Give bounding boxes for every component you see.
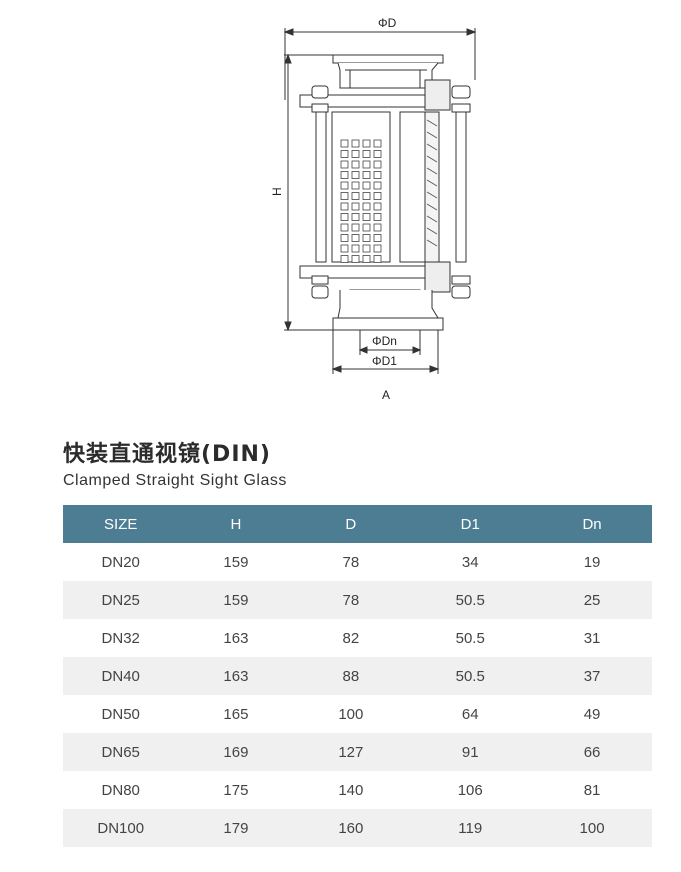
cell-d: 140 (338, 781, 364, 799)
table-header-row: SIZE H D D1 Dn (63, 505, 652, 543)
view-a-label: A (382, 388, 390, 402)
cell-d: 88 (293, 657, 409, 695)
cell-d1: 50.5 (455, 629, 485, 647)
cell-dn: 37 (532, 657, 652, 695)
table-row: DN50 165 100 64 49 (63, 695, 652, 733)
cell-h: 179 (178, 809, 294, 847)
spec-table: SIZE H D D1 Dn DN20 159 78 34 19 DN25 15… (63, 505, 652, 847)
cell-d1: 91 (408, 733, 533, 771)
cell-d: 82 (342, 629, 360, 647)
cell-dn: 100 (532, 809, 652, 847)
table-row: DN80 175 140 106 81 (63, 771, 652, 809)
cell-size: DN65 (63, 733, 179, 771)
cell-size: DN50 (101, 705, 140, 723)
table-row: DN65 169 127 91 66 (63, 733, 652, 771)
cell-size: DN80 (101, 781, 140, 799)
cell-d: 160 (293, 809, 409, 847)
title-chinese: 快装直通视镜(DIN) (63, 442, 271, 467)
header-size: SIZE (63, 505, 179, 543)
header-h: H (178, 505, 294, 543)
table-row: DN100 179 160 119 100 (63, 809, 652, 847)
dim-h-label: H (270, 187, 284, 196)
dim-phi-d-label: ΦD (378, 16, 397, 30)
table-row: DN40 163 88 50.5 37 (63, 657, 652, 695)
cell-h: 175 (223, 781, 249, 799)
dim-phi-dn-label: ΦDn (372, 334, 397, 348)
header-d1: D1 (408, 505, 533, 543)
cell-size: DN20 (101, 553, 140, 571)
cell-d1: 106 (457, 781, 483, 799)
cell-dn: 19 (583, 553, 601, 571)
sight-glass-technical-drawing: ΦD H ΦDn ΦD1 A (270, 16, 477, 402)
cell-d: 78 (342, 553, 360, 571)
cell-d1: 50.5 (408, 581, 533, 619)
cell-h: 165 (223, 705, 249, 723)
cell-d1: 34 (461, 553, 479, 571)
cell-d: 100 (338, 705, 364, 723)
cell-dn: 81 (583, 781, 601, 799)
table-row: DN25 159 78 50.5 25 (63, 581, 652, 619)
table-row: DN20 159 78 34 19 (63, 543, 652, 581)
cell-dn: 31 (583, 629, 601, 647)
cell-d: 127 (293, 733, 409, 771)
cell-d1: 50.5 (408, 657, 533, 695)
cell-h: 163 (223, 629, 249, 647)
cell-size: DN40 (63, 657, 179, 695)
table-row: DN32 163 82 50.5 31 (63, 619, 652, 657)
cell-d: 78 (293, 581, 409, 619)
title-english: Clamped Straight Sight Glass (63, 472, 287, 489)
cell-size: DN32 (101, 629, 140, 647)
header-dn: Dn (532, 505, 652, 543)
cell-dn: 25 (532, 581, 652, 619)
cell-d1: 64 (461, 705, 479, 723)
cell-d1: 119 (408, 809, 533, 847)
cell-size: DN100 (63, 809, 179, 847)
cell-h: 159 (223, 553, 249, 571)
dim-phi-d1-label: ΦD1 (372, 354, 397, 368)
cell-size: DN25 (63, 581, 179, 619)
cell-h: 159 (178, 581, 294, 619)
cell-dn: 66 (532, 733, 652, 771)
cell-dn: 49 (583, 705, 601, 723)
cell-h: 163 (178, 657, 294, 695)
cell-h: 169 (178, 733, 294, 771)
header-d: D (293, 505, 409, 543)
